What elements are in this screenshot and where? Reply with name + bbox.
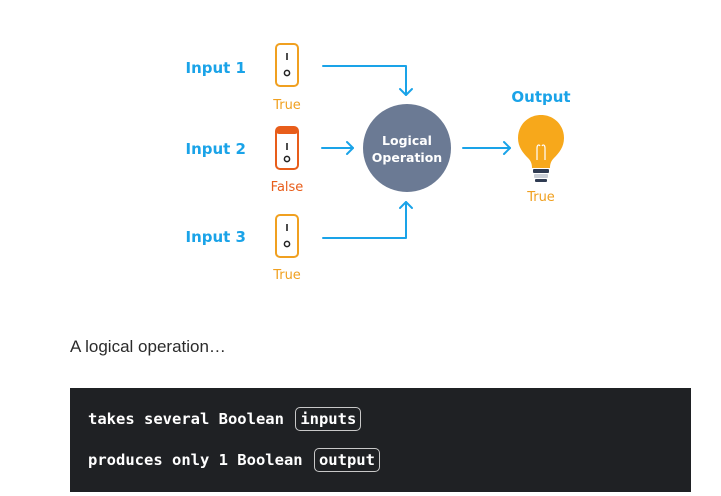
input-3-switch-icon xyxy=(275,214,299,258)
input-1-label: Input 1 xyxy=(185,59,246,77)
operation-label-line2: Operation xyxy=(372,150,442,165)
arrow-input-2 xyxy=(321,141,354,155)
code-line-1: takes several Boolean inputs xyxy=(88,406,691,432)
arrow-input-3 xyxy=(322,201,413,239)
arrow-input-1 xyxy=(322,65,413,96)
code-line-2: produces only 1 Boolean output xyxy=(88,447,691,473)
inputs-keyword-box: inputs xyxy=(295,407,362,431)
operation-label-line1: Logical xyxy=(382,133,432,148)
input-3-label: Input 3 xyxy=(185,228,246,246)
code-block: takes several Boolean inputs produces on… xyxy=(70,388,691,492)
logic-diagram: Input 1 True Input 2 False Input 3 True … xyxy=(185,43,571,283)
output-label: Output xyxy=(511,88,570,106)
input-1-switch-icon xyxy=(275,43,299,87)
input-2-switch-icon xyxy=(275,126,299,170)
input-2-label: Input 2 xyxy=(185,140,246,158)
logical-operation-node: Logical Operation xyxy=(363,104,451,192)
input-3-state: True xyxy=(272,268,301,283)
output-state: True xyxy=(526,190,555,205)
output-keyword-box: output xyxy=(313,448,380,472)
input-1-state: True xyxy=(272,98,301,113)
code-line-2-text: produces only 1 Boolean xyxy=(88,451,312,469)
light-bulb-icon xyxy=(518,115,564,182)
input-2-state: False xyxy=(271,180,304,195)
caption-text: A logical operation… xyxy=(70,337,226,356)
arrow-output xyxy=(462,141,511,155)
code-line-1-text: takes several Boolean xyxy=(88,410,294,428)
